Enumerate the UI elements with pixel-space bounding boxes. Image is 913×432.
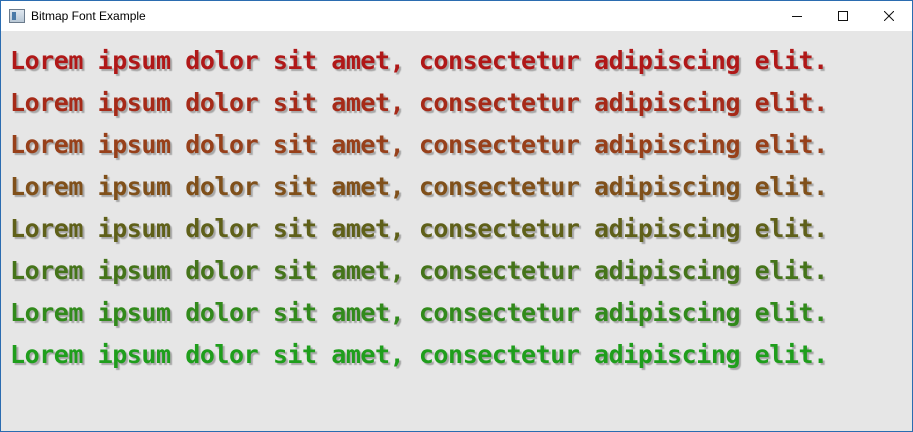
text-line: Lorem ipsum dolor sit amet, consectetur … xyxy=(10,340,828,369)
minimize-button[interactable] xyxy=(774,1,820,31)
close-icon xyxy=(884,11,894,21)
bitmap-text-canvas: Lorem ipsum dolor sit amet, consectetur … xyxy=(1,31,912,431)
text-line: Lorem ipsum dolor sit amet, consectetur … xyxy=(10,298,828,327)
maximize-button[interactable] xyxy=(820,1,866,31)
minimize-icon xyxy=(792,16,802,17)
text-line: Lorem ipsum dolor sit amet, consectetur … xyxy=(10,214,828,243)
window-controls xyxy=(774,1,912,31)
close-button[interactable] xyxy=(866,1,912,31)
maximize-icon xyxy=(838,11,848,21)
text-line: Lorem ipsum dolor sit amet, consectetur … xyxy=(10,172,828,201)
window-title: Bitmap Font Example xyxy=(31,9,146,23)
app-window-icon[interactable] xyxy=(9,9,25,23)
text-line: Lorem ipsum dolor sit amet, consectetur … xyxy=(10,88,828,117)
text-line: Lorem ipsum dolor sit amet, consectetur … xyxy=(10,130,828,159)
title-bar[interactable]: Bitmap Font Example xyxy=(1,1,912,31)
text-line: Lorem ipsum dolor sit amet, consectetur … xyxy=(10,256,828,285)
text-line: Lorem ipsum dolor sit amet, consectetur … xyxy=(10,46,828,75)
